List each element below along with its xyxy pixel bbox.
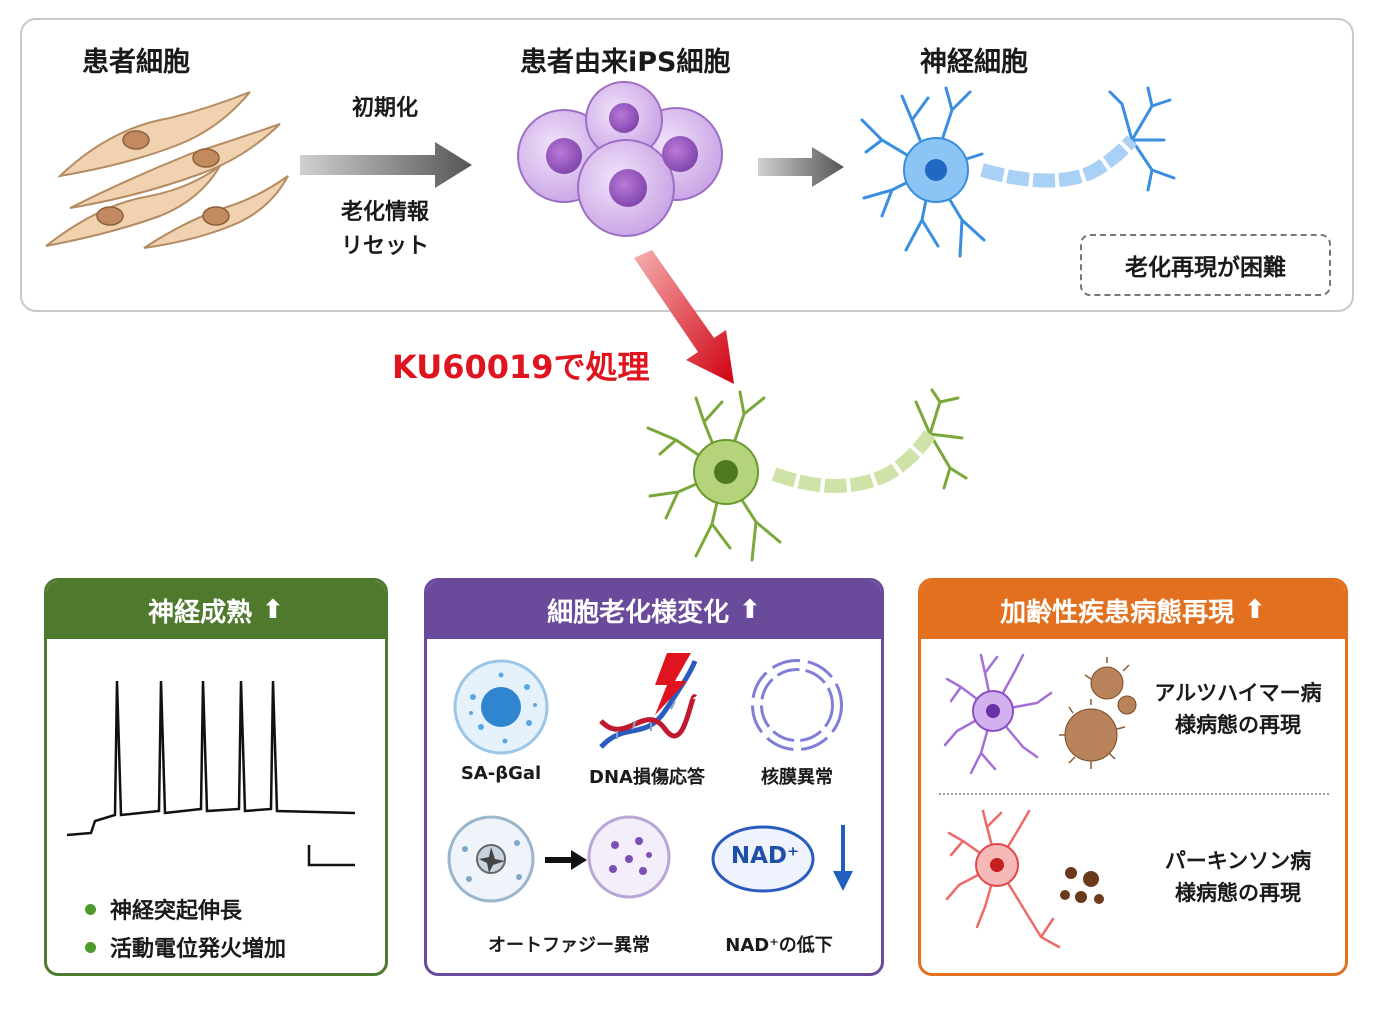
dna-damage-icon (599, 653, 698, 749)
reprogram-label: 初期化 (351, 96, 418, 121)
divider (939, 793, 1329, 795)
differentiation-arrow (758, 147, 844, 187)
neural-maturation-card: 神経成熟 ⬆ 神経突起伸長 活動電位発火増加 (44, 578, 388, 976)
reprogram-arrow (300, 142, 472, 188)
cell-senescence-title: 細胞老化様変化 (547, 597, 730, 628)
cell-senescence-card: 細胞老化様変化 ⬆ SA-βGal DNA損傷応答 核膜異常 オートファジー異常 (424, 578, 884, 976)
sa-bgal-caption: SA-βGal (460, 763, 542, 784)
ips-cells-illustration (517, 81, 723, 237)
bullet-text: 活動電位発火増加 (110, 937, 287, 962)
alzheimer-line1: アルツハイマー病 (1154, 681, 1322, 705)
age-related-disease-title: 加齢性疾患病態再現 (1000, 597, 1235, 628)
autophagy-vesicle-icon (447, 815, 535, 903)
blue-neuron-illustration (860, 86, 1176, 258)
neural-maturation-title: 神経成熟 (148, 597, 253, 628)
aging-reset-line2: リセット (340, 234, 429, 259)
treatment-label: KU60019で処理 (392, 348, 650, 386)
age-related-disease-header: 加齢性疾患病態再現 ⬆ (921, 581, 1345, 639)
up-arrow-icon: ⬆ (1244, 595, 1266, 625)
nad-decrease-caption: NAD⁺の低下 (725, 935, 833, 956)
nuclear-envelope-caption: 核膜異常 (761, 767, 833, 788)
neuron-label: 神経細胞 (920, 47, 1028, 78)
difficulty-note: 老化再現が困難 (1080, 234, 1331, 296)
parkinson-neuron-illustration (945, 809, 1104, 949)
nuclear-envelope-icon (751, 659, 843, 751)
nad-text: NAD⁺ (730, 843, 800, 869)
fibroblast-cells-illustration (45, 91, 289, 249)
alzheimer-line2: 様病態の再現 (1175, 713, 1301, 737)
patient-cells-label: 患者細胞 (82, 47, 190, 78)
ips-cells-label: 患者由来iPS細胞 (520, 47, 731, 78)
green-neuron-illustration (646, 388, 968, 562)
nad-decrease-icon (711, 825, 853, 893)
up-arrow-icon: ⬆ (262, 595, 284, 625)
treatment-arrow (634, 250, 734, 384)
bullet-dot-icon (85, 941, 96, 953)
cell-senescence-header: 細胞老化様変化 ⬆ (427, 581, 881, 639)
dna-damage-caption: DNA損傷応答 (589, 767, 705, 788)
bullet-text: 神経突起伸長 (110, 899, 243, 924)
sa-bgal-icon (453, 659, 549, 755)
parkinson-line2: 様病態の再現 (1175, 881, 1301, 905)
lysosome-icon (587, 815, 671, 899)
bullet-dot-icon (85, 903, 96, 915)
up-arrow-icon: ⬆ (739, 595, 761, 625)
bullet-action-potential: 活動電位発火増加 (85, 931, 286, 963)
neural-maturation-header: 神経成熟 ⬆ (47, 581, 385, 639)
age-related-disease-card: 加齢性疾患病態再現 ⬆ アルツハイマー病 様病態の再現 パーキンソン病 様病態 (918, 578, 1348, 976)
arrow-right-icon (545, 850, 587, 870)
bullet-neurite-outgrowth: 神経突起伸長 (85, 893, 242, 925)
parkinson-line1: パーキンソン病 (1164, 849, 1312, 873)
aging-reset-line1: 老化情報 (340, 200, 429, 225)
autophagy-caption: オートファジー異常 (488, 935, 650, 956)
alzheimer-neuron-illustration (943, 653, 1137, 775)
scale-bar (307, 845, 355, 867)
action-potential-trace (66, 680, 356, 867)
